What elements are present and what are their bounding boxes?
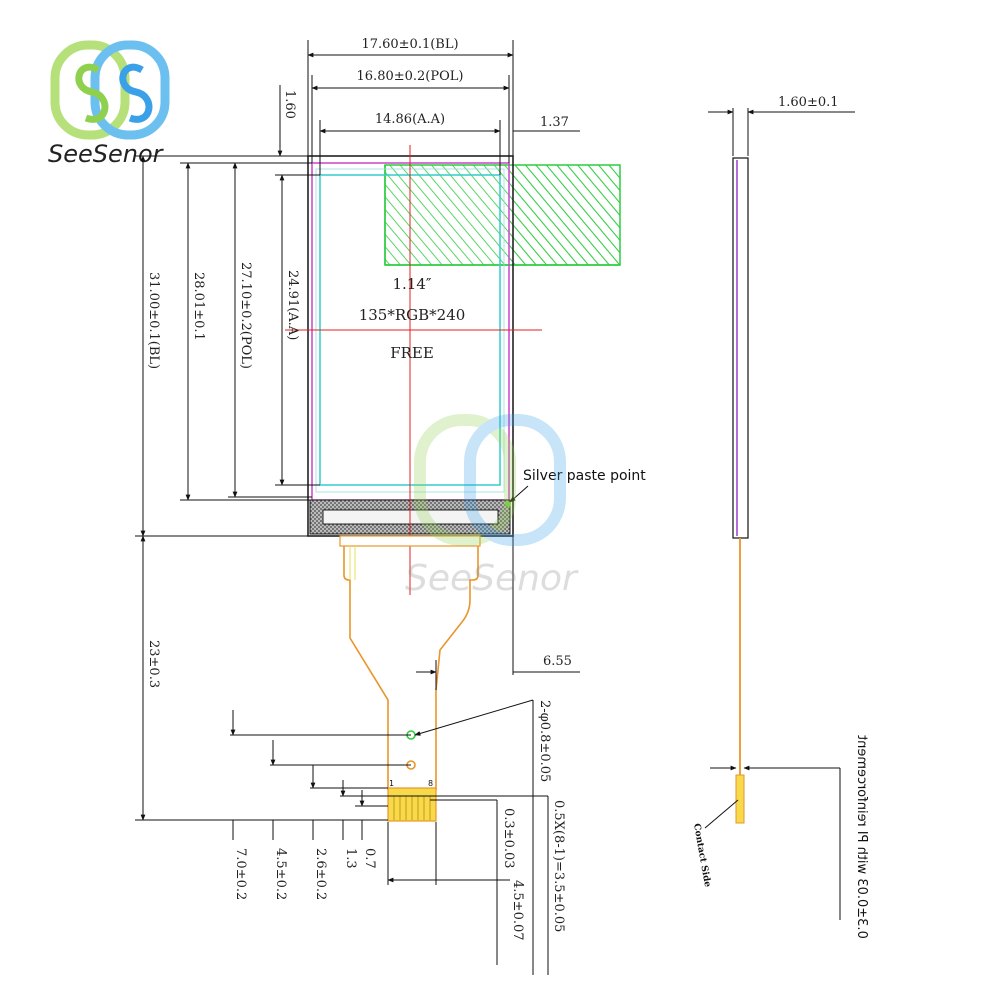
dim-pol-width: 16.80±0.2(POL) [357,69,464,84]
dim-top-gap: 1.60 [282,90,297,119]
side-panel [732,157,749,539]
dim-bottom-70: 7.0±0.2 [233,848,248,900]
contact-side-label: Contact Side [691,823,712,888]
display-resolution: 135*RGB*240 [359,306,466,324]
dim-thickness: 1.60±0.1 [778,95,839,110]
dim-pitch: 0.5X(8-1)=3.5±0.05 [551,800,566,932]
brand-logo: SeeSenor [48,40,170,168]
logo-mark [50,40,170,140]
watermark-text: SeeSenor [405,558,579,599]
top-dimensions: 17.60±0.1(BL) 16.80±0.2(POL) 14.86(A.A) … [277,37,580,175]
dim-bottom-07: 0.7 [362,848,377,869]
watermark: SeeSenor [405,414,579,599]
display-size: 1.14″ [392,275,431,293]
dim-pin-width: 0.3±0.03 [501,808,516,869]
dim-height-28: 28.01±0.1 [191,272,206,341]
fpc-dimensions: 6.55 2-φ0.8±0.05 0.5X(8-1)=3.5±0.05 0.3±… [387,536,580,975]
display-mode: FREE [390,344,434,362]
front-view: 1.14″ 135*RGB*240 FREE Silver paste poin… [285,145,646,595]
dim-fpc-length: 23±0.3 [146,640,161,688]
dim-pol-height: 27.10±0.2(POL) [238,262,253,369]
dim-bl-height: 31.00±0.1(BL) [146,272,161,369]
dim-aa-width: 14.86(A.A) [375,112,445,127]
dim-holes: 2-φ0.8±0.05 [537,700,552,782]
brand-name: SeeSenor [48,140,165,168]
pin-last-label: 8 [428,779,433,788]
silver-paste-dot [505,501,511,507]
left-dimensions: 31.00±0.1(BL) 28.01±0.1 27.10±0.2(POL) 2… [135,155,388,821]
dim-right-gap: 1.37 [540,115,569,130]
fpc-cable: 1 8 [339,535,481,822]
silver-paste-label: Silver paste point [523,468,646,484]
pin-first-label: 1 [389,779,394,788]
dim-fpc-offset: 6.55 [543,654,572,669]
side-fpc-stiffener [735,774,745,824]
dim-bottom-13: 1.3 [343,848,358,869]
dim-aa-height: 24.91(A.A) [285,270,300,340]
bottom-dimensions: 7.0±0.2 4.5±0.2 2.6±0.2 1.3 0.7 [230,710,411,900]
dim-bottom-26: 2.6±0.2 [313,848,328,900]
dim-bottom-45: 4.5±0.2 [273,848,288,900]
dim-bl-width: 17.60±0.1(BL) [361,37,458,52]
side-view: 1.60±0.1 0.3±0.03 with PI reinforcement … [691,95,869,939]
dim-fpc-thickness: 0.3±0.03 with PI reinforcement [854,735,869,939]
dim-fpc-width: 4.5±0.07 [510,880,525,941]
